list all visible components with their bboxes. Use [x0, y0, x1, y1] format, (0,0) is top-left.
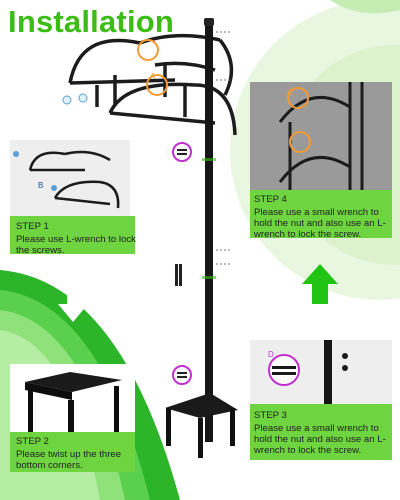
step2-photo [10, 364, 135, 432]
step4-caption: STEP 4 Please use a small wrench to hold… [250, 190, 392, 240]
callout-c: C [288, 88, 294, 97]
step4-label: STEP 4 [254, 194, 287, 205]
callout-b: B [38, 181, 44, 190]
step1-photo [10, 140, 130, 216]
step3-photo [250, 340, 392, 404]
step4-photo [250, 82, 392, 190]
up-arrow-icon [302, 264, 338, 304]
step1-label: STEP 1 [16, 221, 49, 232]
step3-caption: STEP 3 Please use a small wrench to hold… [250, 404, 392, 460]
step1-text: Please use L-wrench to lock the screws. [16, 234, 136, 256]
pole-illustration [165, 18, 238, 458]
page-title: Installation [8, 4, 175, 39]
callout-d: D [268, 350, 274, 359]
down-arrow-icon [58, 284, 88, 322]
step4-text: Please use a small wrench to hold the nu… [254, 207, 386, 240]
step3-label: STEP 3 [254, 410, 287, 421]
hose-reel-illustration-top [62, 33, 237, 136]
step1-caption: STEP 1 Please use L-wrench to lock the s… [10, 216, 136, 256]
callout-a: A [150, 72, 156, 81]
step2-text: Please twist up the three bottom corners… [16, 449, 122, 471]
step2-caption: STEP 2 Please twist up the three bottom … [10, 432, 135, 472]
step2-label: STEP 2 [16, 436, 49, 447]
step3-text: Please use a small wrench to hold the nu… [254, 423, 386, 456]
